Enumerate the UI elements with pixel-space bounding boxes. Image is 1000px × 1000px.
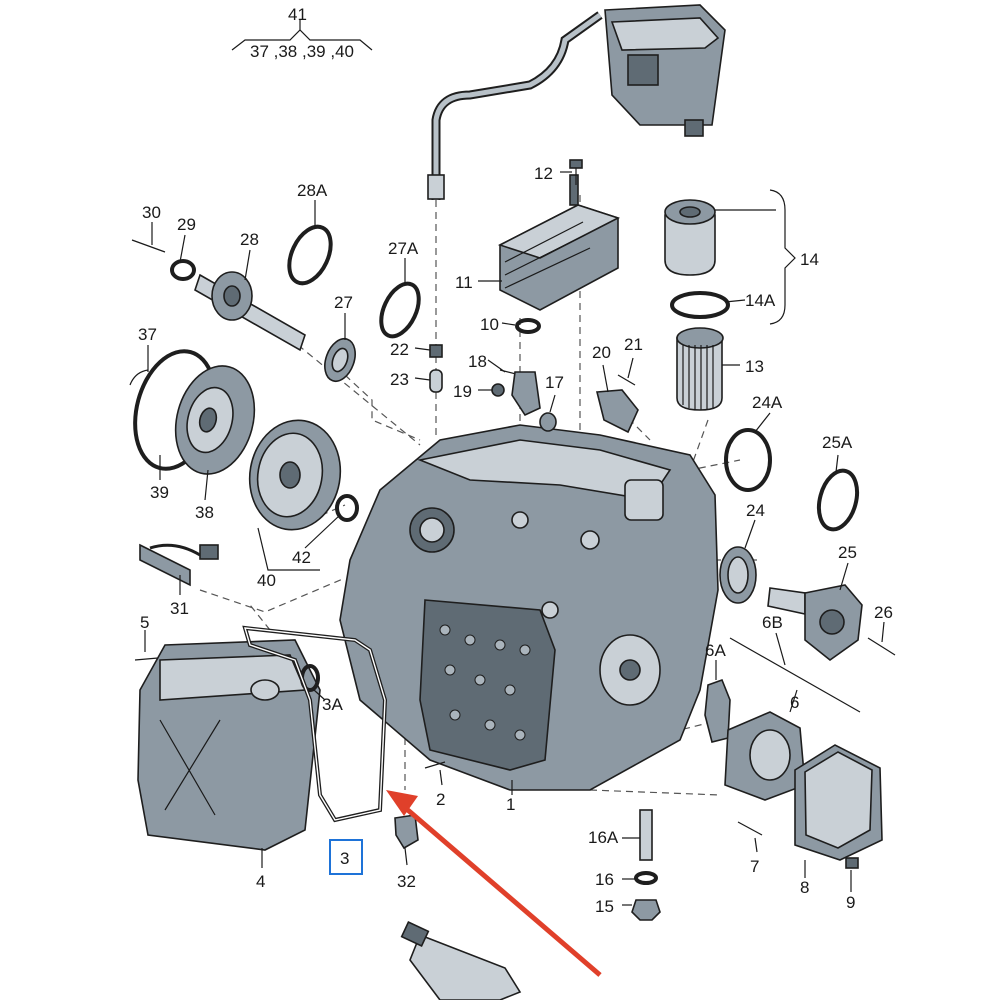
label-37: 37	[138, 325, 157, 344]
label-27a: 27A	[388, 239, 419, 258]
callout-labels: 41 37 ,38 ,39 ,40 12 30 29 28 28A 27A 27…	[138, 5, 893, 916]
leader-lines	[144, 20, 885, 906]
highlight-box	[329, 839, 363, 875]
label-40: 40	[257, 571, 276, 590]
filter-housing-14	[664, 199, 730, 411]
label-21: 21	[624, 335, 643, 354]
label-1: 1	[506, 795, 515, 814]
label-39: 39	[150, 483, 169, 502]
mechatronic-unit-hose	[427, 4, 726, 200]
label-31: 31	[170, 599, 189, 618]
label-29: 29	[177, 215, 196, 234]
highlight-annotation	[329, 790, 602, 977]
label-16a: 16A	[588, 828, 619, 847]
label-22: 22	[390, 340, 409, 359]
label-38: 38	[195, 503, 214, 522]
sealant-tube	[400, 921, 522, 1000]
label-28: 28	[240, 230, 259, 249]
pump-6-cover-8	[704, 678, 883, 869]
label-6: 6	[790, 693, 799, 712]
label-42: 42	[292, 548, 311, 567]
label-6a: 6A	[705, 641, 726, 660]
label-14a: 14A	[745, 291, 776, 310]
label-20: 20	[592, 343, 611, 362]
label-19: 19	[453, 382, 472, 401]
gearbox-housing	[339, 424, 719, 791]
label-5: 5	[140, 613, 149, 632]
label-28a: 28A	[297, 181, 328, 200]
label-11: 11	[455, 273, 473, 292]
label-14: 14	[800, 250, 819, 269]
label-12: 12	[534, 164, 553, 183]
label-24a: 24A	[752, 393, 783, 412]
highlight-arrow-shaft	[400, 803, 602, 977]
label-27: 27	[334, 293, 353, 312]
label-37-40: 37 ,38 ,39 ,40	[250, 42, 354, 61]
label-2: 2	[436, 790, 445, 809]
oil-cooler-11	[497, 174, 621, 334]
label-25: 25	[838, 543, 857, 562]
label-13: 13	[745, 357, 764, 376]
label-3: 3	[340, 849, 349, 868]
label-8: 8	[800, 878, 809, 897]
gasket-3	[242, 625, 388, 823]
label-17: 17	[545, 373, 564, 392]
label-18: 18	[468, 352, 487, 371]
label-30: 30	[142, 203, 161, 222]
label-24: 24	[746, 501, 765, 520]
label-10: 10	[480, 315, 499, 334]
label-7: 7	[750, 857, 759, 876]
label-3a: 3A	[322, 695, 343, 714]
small-hardware	[429, 159, 639, 434]
label-41: 41	[288, 5, 307, 24]
label-26: 26	[874, 603, 893, 622]
label-6b: 6B	[762, 613, 783, 632]
drive-shaft-28	[131, 224, 421, 383]
clutch-assembly-37-42	[129, 349, 359, 531]
label-23: 23	[390, 370, 409, 389]
label-15: 15	[595, 897, 614, 916]
highlight-arrow-head	[386, 790, 418, 816]
drain-plug-15-16	[631, 809, 661, 921]
bracket-14	[769, 189, 796, 325]
output-flange-25	[719, 428, 896, 713]
label-32: 32	[397, 872, 416, 891]
label-25a: 25A	[822, 433, 853, 452]
label-4: 4	[256, 872, 265, 891]
label-9: 9	[846, 893, 855, 912]
sensor-31	[139, 543, 219, 587]
oil-pan-4	[134, 639, 321, 851]
label-16: 16	[595, 870, 614, 889]
